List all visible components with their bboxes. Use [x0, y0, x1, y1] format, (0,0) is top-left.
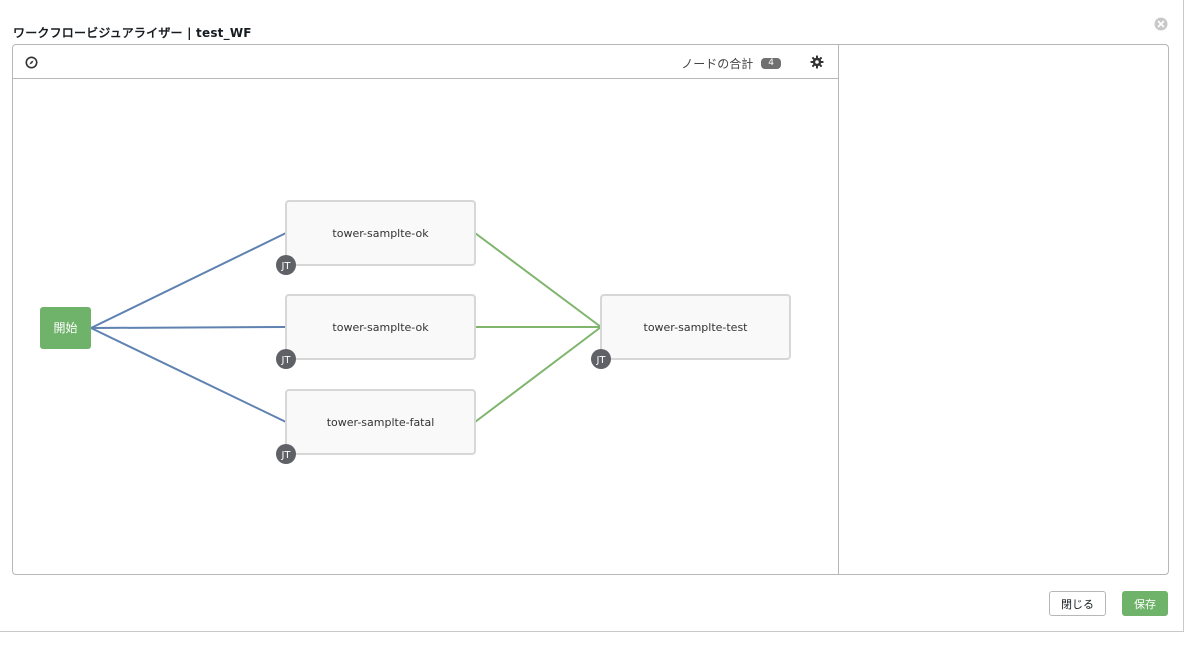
job-template-badge: JT: [591, 349, 611, 369]
start-node[interactable]: 開始: [40, 307, 91, 349]
workflow-node-label: tower-samplte-fatal: [327, 416, 435, 429]
node-side-panel: [839, 45, 1168, 574]
link-start-to-node-2[interactable]: [90, 326, 287, 329]
node-count-badge: 4: [761, 58, 781, 69]
gear-icon[interactable]: [810, 55, 824, 69]
modal-title: ワークフロービジュアライザー | test_WF: [13, 26, 252, 40]
job-template-badge-label: JT: [280, 355, 291, 366]
job-template-badge: JT: [276, 255, 296, 275]
node-total: ノードの合計 4: [681, 55, 781, 72]
workflow-node-label: tower-samplte-test: [644, 321, 749, 334]
canvas-toolbar: ノードの合計 4: [13, 45, 839, 79]
start-node-label: 開始: [53, 321, 77, 335]
job-template-badge-label: JT: [595, 355, 606, 366]
workflow-node-label: tower-samplte-ok: [332, 321, 429, 334]
compass-icon[interactable]: [25, 56, 38, 69]
save-button[interactable]: 保存: [1122, 591, 1168, 616]
link-node-1-to-node-4[interactable]: [474, 232, 602, 328]
workflow-node-label: tower-samplte-ok: [332, 227, 429, 240]
graph-canvas: ノードの合計 4: [13, 45, 839, 574]
job-template-badge-label: JT: [280, 261, 291, 272]
link-start-to-node-1[interactable]: [90, 232, 287, 329]
link-node-3-to-node-4[interactable]: [474, 326, 602, 423]
visualizer-frame: ノードの合計 4: [12, 44, 1169, 575]
link-start-to-node-3[interactable]: [90, 327, 287, 423]
node-total-label: ノードの合計: [681, 57, 754, 71]
job-template-badge: JT: [276, 444, 296, 464]
workflow-visualizer-modal: ワークフロービジュアライザー | test_WF ノードの合計 4: [0, 0, 1184, 632]
close-button[interactable]: 閉じる: [1049, 591, 1106, 616]
close-icon[interactable]: [1154, 17, 1168, 31]
job-template-badge: JT: [276, 349, 296, 369]
job-template-badge-label: JT: [280, 450, 291, 461]
workflow-graph: 開始tower-samplte-okJTtower-samplte-okJTto…: [40, 200, 791, 464]
